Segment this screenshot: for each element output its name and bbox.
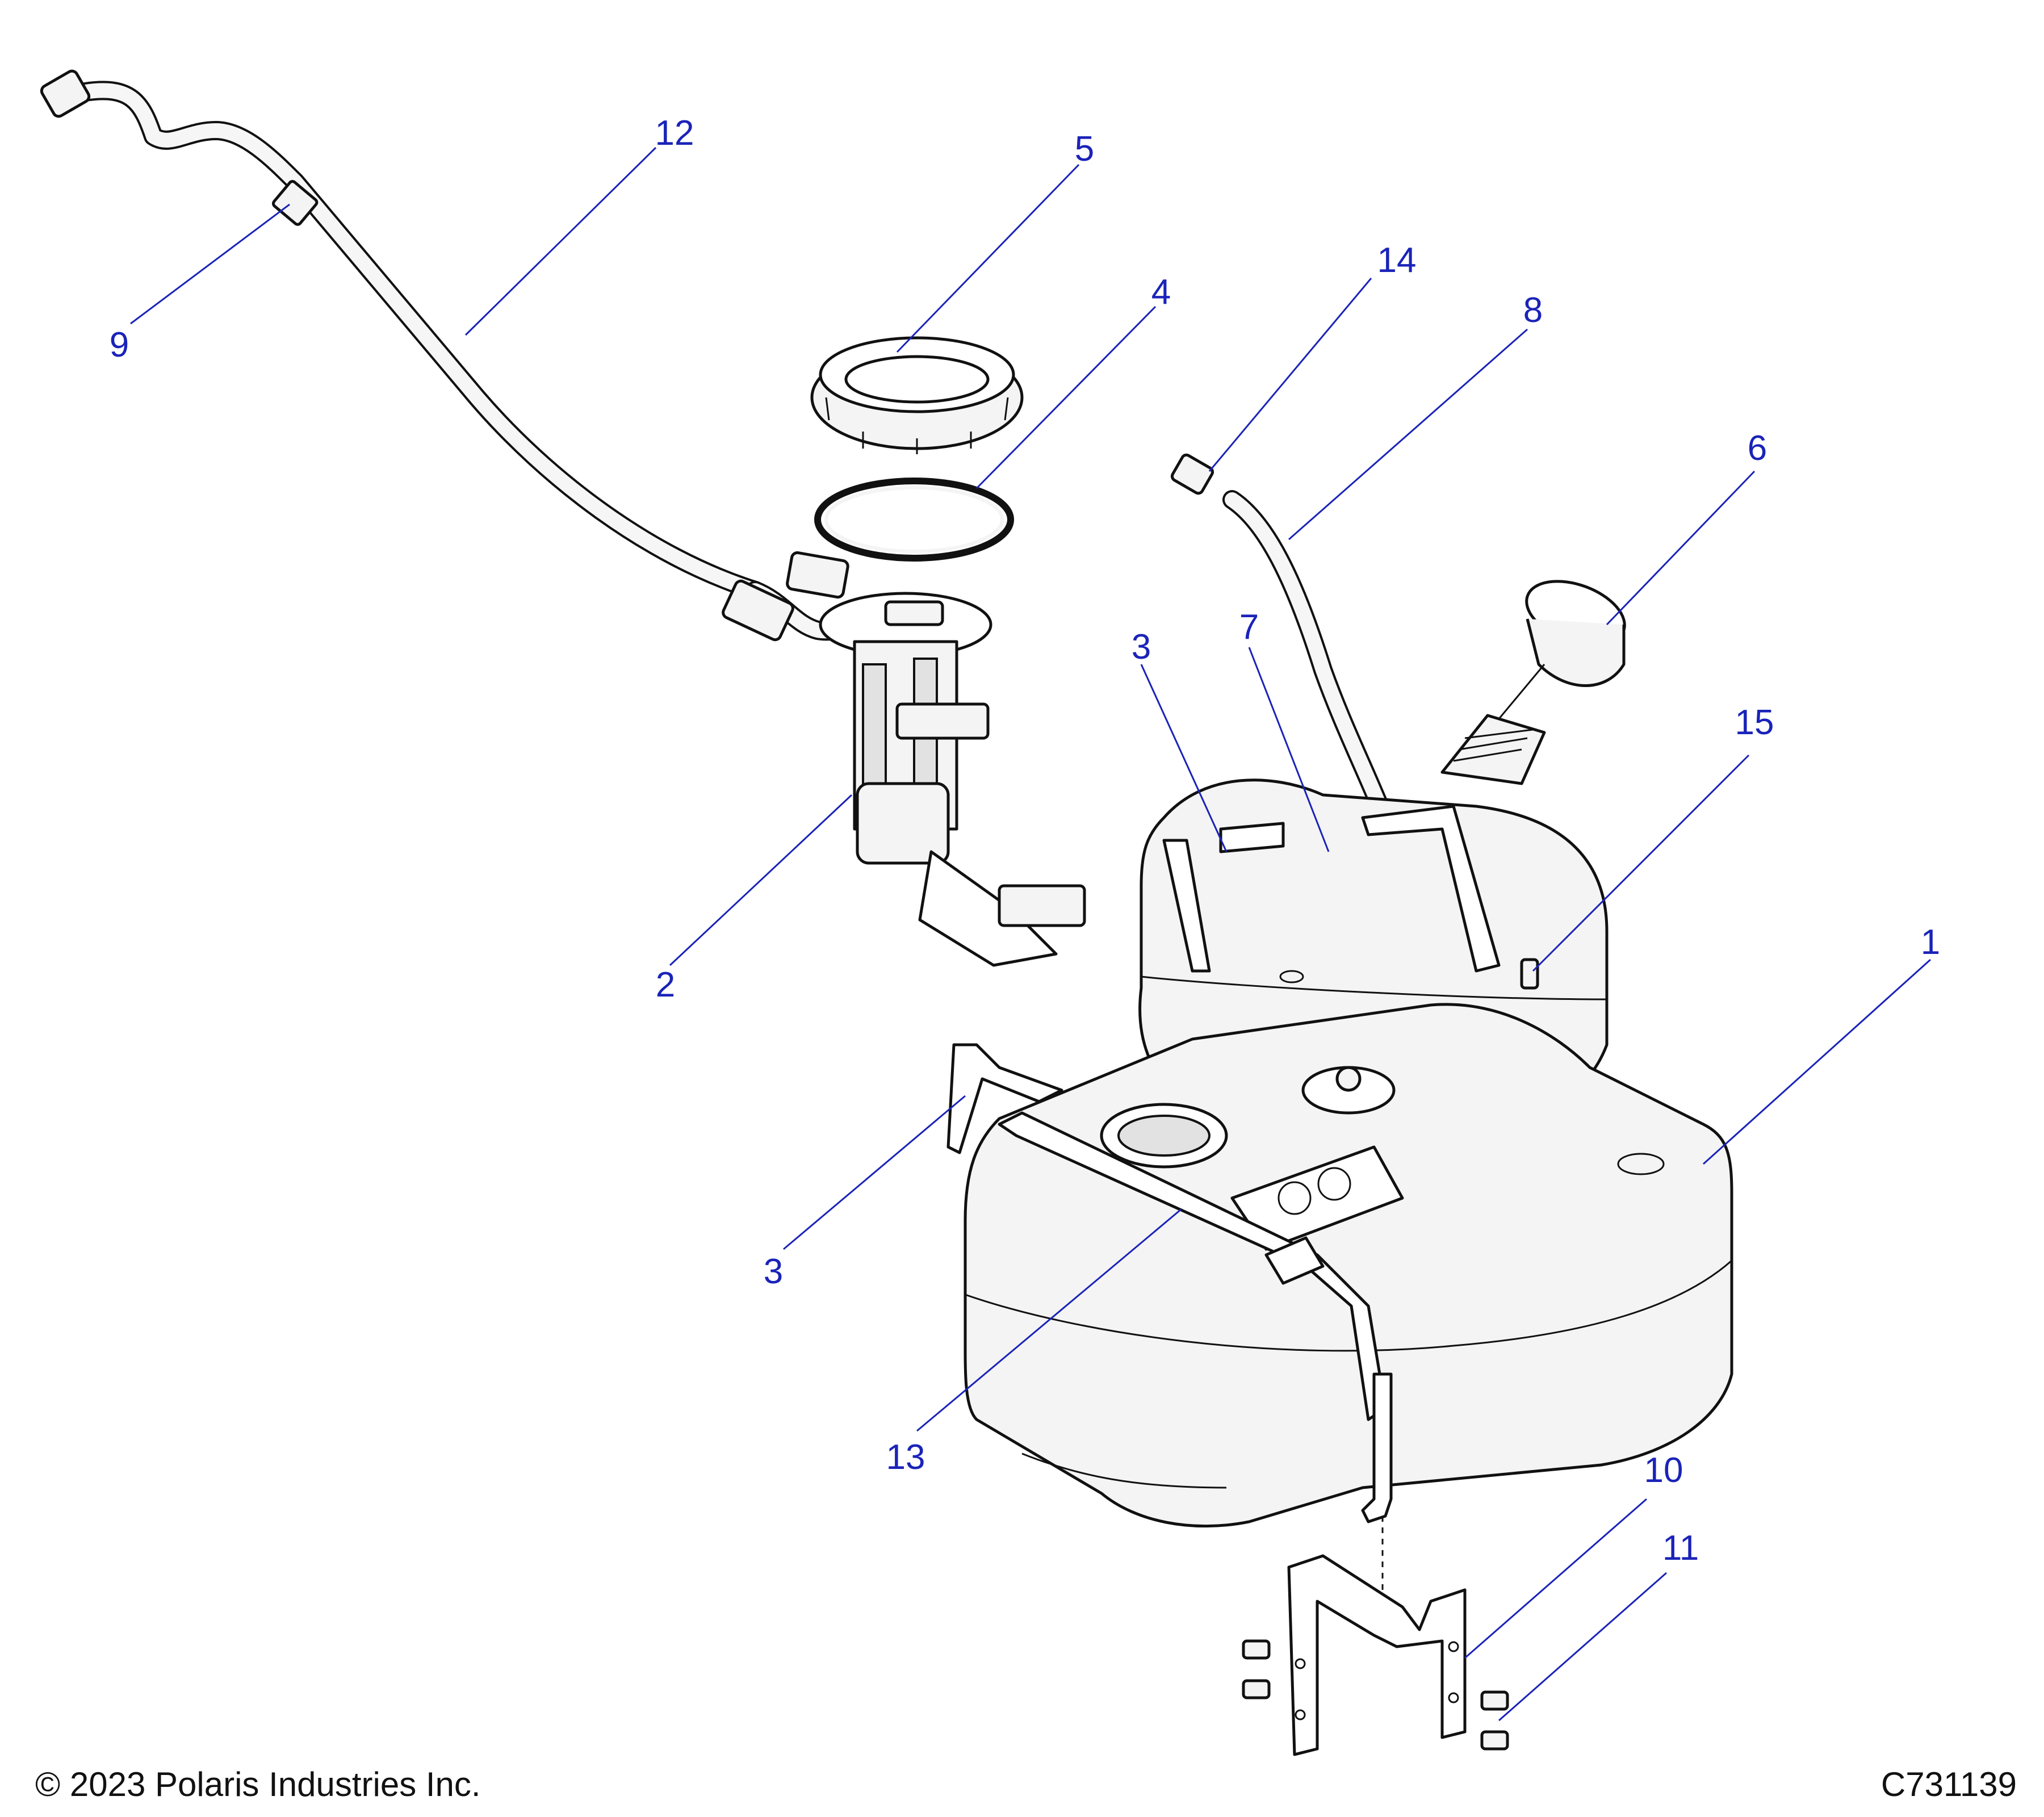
leader-11: [1498, 1572, 1667, 1722]
callout-15: 15: [1735, 703, 1774, 742]
callout-1: 1: [1921, 923, 1940, 962]
callout-14: 14: [1377, 241, 1417, 280]
callout-3a: 3: [1132, 627, 1151, 667]
leader-13: [916, 1208, 1182, 1432]
leader-7: [1248, 647, 1330, 852]
leader-8: [1288, 328, 1528, 541]
callout-5: 5: [1075, 129, 1094, 169]
seal-part: [814, 478, 1014, 562]
leader-12: [464, 146, 657, 336]
fuel-tank-main-part: [964, 970, 1733, 1528]
leader-1: [1702, 958, 1932, 1165]
fuel-line-part: [40, 69, 895, 642]
leader-4: [975, 305, 1157, 489]
leader-3a: [1140, 664, 1228, 852]
fuel-cap-part: [1486, 580, 1626, 733]
tank-straps-part: [946, 805, 1501, 1421]
callout-12: 12: [655, 114, 694, 153]
leader-6: [1606, 470, 1756, 626]
leader-lines: [130, 146, 1932, 1722]
callout-6: 6: [1748, 429, 1767, 468]
callout-13: 13: [886, 1438, 925, 1477]
leader-2: [669, 794, 853, 966]
callout-labels: 1 2 3 3 4 5 6 7 8 9 10 11 12 13 14 15: [110, 114, 1940, 1568]
leader-5: [896, 164, 1080, 353]
fuel-pump-part: [819, 592, 1086, 967]
callout-7: 7: [1239, 608, 1259, 647]
mount-bracket-part: [1242, 958, 1539, 1756]
leader-3b: [783, 1095, 966, 1250]
callout-3b: 3: [764, 1252, 783, 1291]
copyright-notice: © 2023 Polaris Industries Inc.: [35, 1765, 481, 1803]
leader-9: [130, 203, 290, 325]
leader-15: [1532, 754, 1750, 972]
lock-ring-part: [810, 336, 1024, 454]
callout-8: 8: [1523, 291, 1543, 330]
callout-11: 11: [1662, 1529, 1699, 1568]
callout-4: 4: [1151, 273, 1171, 312]
callout-10: 10: [1644, 1451, 1683, 1490]
leader-14: [1208, 278, 1372, 472]
leader-10: [1464, 1498, 1647, 1659]
callout-9: 9: [110, 325, 129, 365]
callout-2: 2: [656, 965, 675, 1004]
figure-id-label: C731139: [1880, 1765, 2017, 1803]
